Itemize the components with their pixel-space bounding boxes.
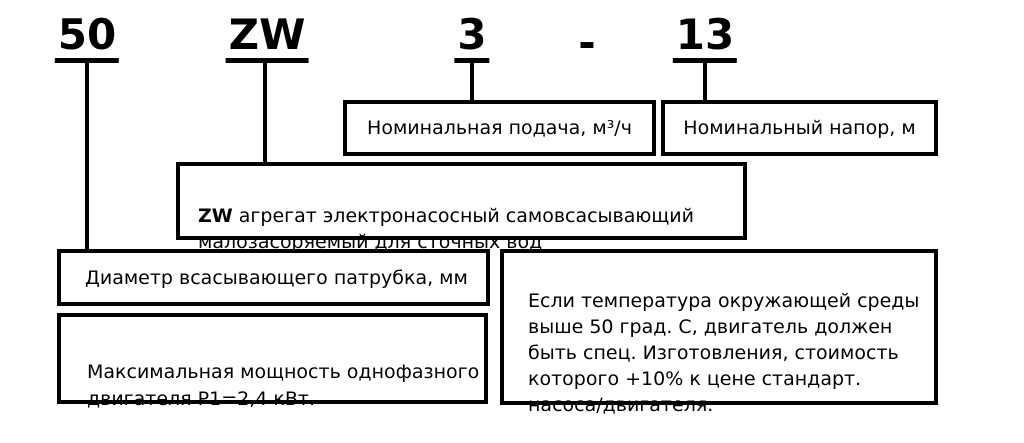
connector-line-flow bbox=[470, 62, 474, 101]
flow-description: Номинальная подача, м³/ч bbox=[367, 117, 632, 139]
connector-line-head bbox=[703, 62, 707, 101]
temperature-note: Если температура окружающей среды выше 5… bbox=[528, 290, 920, 416]
code-part-flow: 3 bbox=[454, 14, 490, 63]
code-part-diameter: 50 bbox=[54, 14, 120, 63]
callout-box-head: Номинальный напор, м bbox=[661, 100, 938, 156]
code-part-head: 13 bbox=[672, 14, 738, 63]
callout-box-temperature: Если температура окружающей среды выше 5… bbox=[500, 249, 938, 416]
code-separator-dash: - bbox=[578, 18, 596, 67]
power-description: Максимальная мощность однофазного двигат… bbox=[87, 361, 480, 410]
diameter-description: Диаметр всасывающего патрубка, мм bbox=[85, 266, 468, 289]
series-prefix: ZW bbox=[198, 205, 233, 227]
connector-line-series bbox=[263, 62, 267, 163]
series-description: агрегат электронасосный самовсасывающий … bbox=[198, 205, 694, 253]
callout-box-flow: Номинальная подача, м³/ч bbox=[343, 100, 656, 156]
callout-box-diameter: Диаметр всасывающего патрубка, мм bbox=[57, 249, 490, 306]
head-description: Номинальный напор, м bbox=[683, 117, 916, 139]
code-part-series: ZW bbox=[225, 14, 309, 63]
callout-box-series: ZW агрегат электронасосный самовсасывающ… bbox=[176, 162, 747, 253]
callout-box-power: Максимальная мощность однофазного двигат… bbox=[57, 313, 488, 410]
connector-line-diameter bbox=[85, 62, 89, 249]
